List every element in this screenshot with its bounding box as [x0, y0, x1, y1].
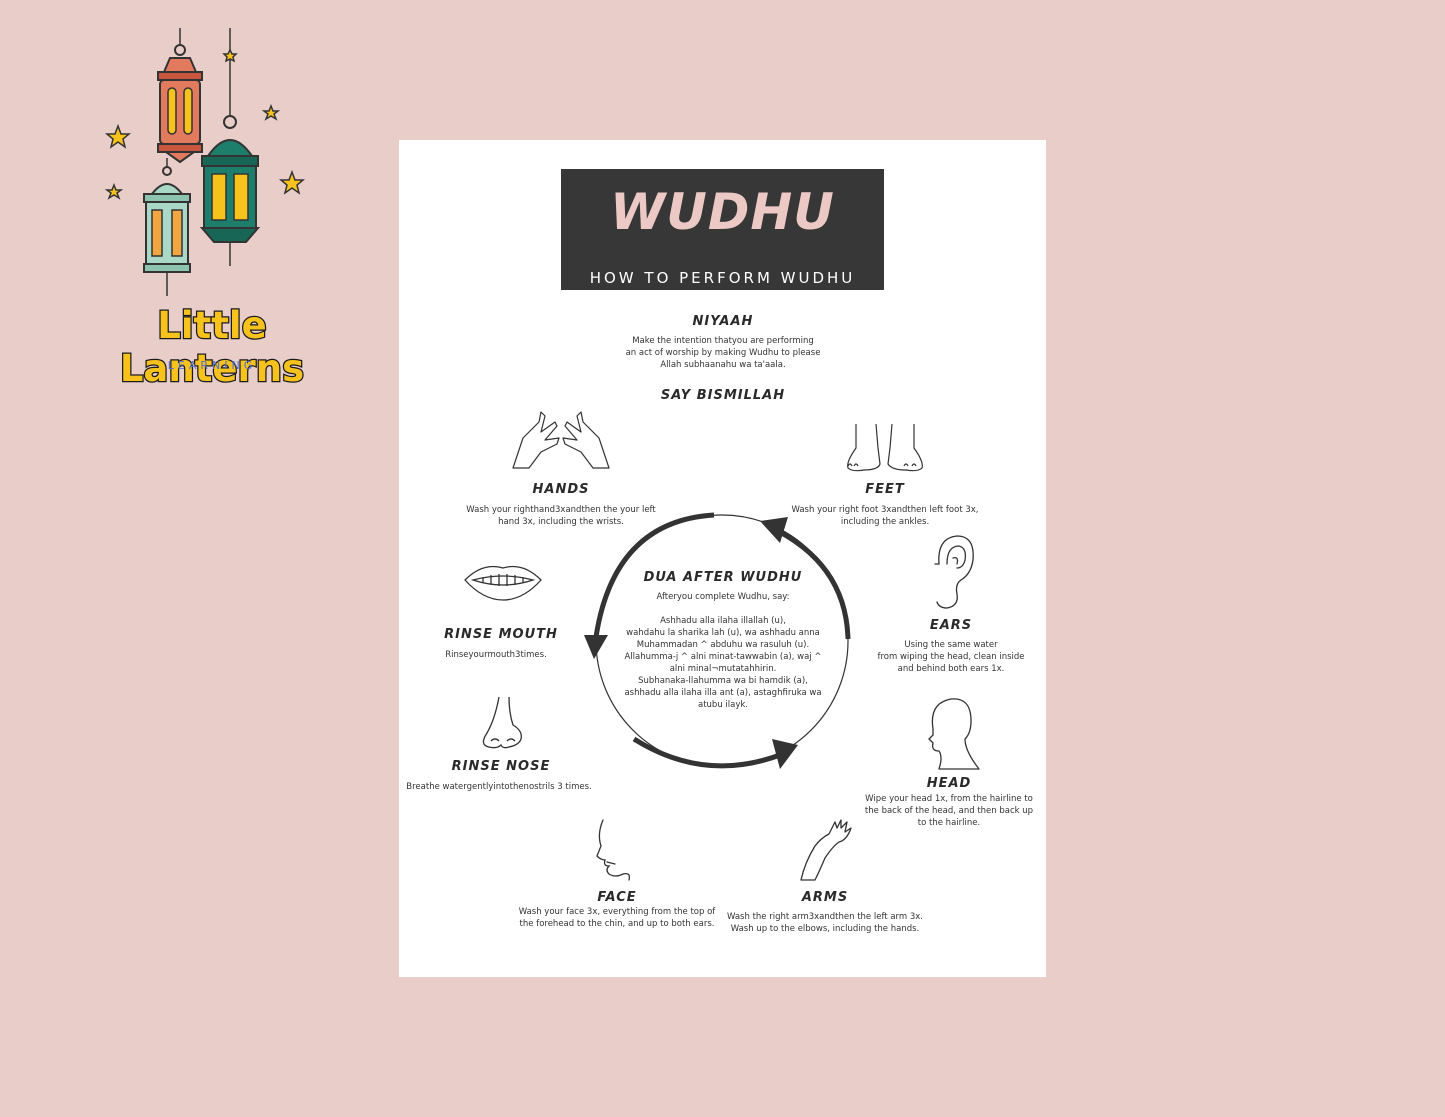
- ears-text: Using the same water from wiping the hea…: [877, 640, 1025, 674]
- mouth-heading: RINSE MOUTH: [444, 627, 558, 642]
- teal-lantern-icon: [199, 115, 261, 266]
- arms-text: Wash the right arm3xandthen the left arm…: [726, 912, 923, 934]
- dua-text: Ashhadu alla ilaha illallah (u), wahdahu…: [624, 616, 822, 710]
- head-icon: [928, 698, 980, 770]
- dua-intro: Afteryou complete Wudhu, say:: [656, 592, 790, 602]
- arm-icon: [800, 819, 852, 881]
- poster-subtitle: HOW TO PERFORM WUDHU: [589, 269, 856, 287]
- cycle-arrows-icon: [584, 512, 851, 769]
- red-lantern-icon: [157, 44, 203, 164]
- niyaah-text: Make the intention thatyou are performin…: [625, 336, 821, 370]
- feet-heading: FEET: [865, 482, 905, 497]
- nose-icon: [482, 696, 522, 749]
- feet-text: Wash your right foot 3xandthen left foot…: [791, 505, 979, 527]
- mint-lantern-icon: [143, 166, 191, 296]
- brand-logo: Little Lanterns LEARNING: [40, 28, 360, 392]
- nose-text: Breathe watergentlyintothenostrils 3 tim…: [406, 782, 592, 792]
- dua-heading: DUA AFTER WUDHU: [643, 570, 803, 585]
- hands-icon: [512, 411, 610, 469]
- stars-icon: [104, 48, 306, 200]
- hands-heading: HANDS: [532, 482, 590, 497]
- mouth-icon: [464, 565, 542, 601]
- bismillah-heading: SAY BISMILLAH: [660, 388, 786, 403]
- poster-title: WUDHU: [610, 183, 835, 241]
- hands-text: Wash your righthand3xandthen the your le…: [466, 505, 656, 527]
- face-text: Wash your face 3x, everything from the t…: [518, 907, 716, 929]
- arms-heading: ARMS: [801, 890, 849, 905]
- title-banner: WUDHU HOW TO PERFORM WUDHU: [561, 169, 884, 290]
- lanterns-illustration: [104, 28, 306, 296]
- face-icon: [596, 819, 631, 881]
- feet-icon: [847, 423, 923, 472]
- niyaah-heading: NIYAAH: [692, 314, 754, 329]
- wudhu-poster: WUDHU HOW TO PERFORM WUDHU NIYAAH Make t…: [399, 140, 1046, 977]
- ears-heading: EARS: [929, 618, 973, 633]
- brand-name: Little Lanterns: [119, 303, 306, 392]
- brand-tagline: LEARNING: [167, 359, 257, 372]
- nose-heading: RINSE NOSE: [451, 759, 551, 774]
- mouth-text: Rinseyourmouth3times.: [445, 650, 547, 660]
- head-text: Wipe your head 1x, from the hairline to …: [864, 794, 1034, 828]
- face-heading: FACE: [597, 890, 637, 905]
- ear-icon: [934, 535, 974, 609]
- head-heading: HEAD: [926, 776, 972, 791]
